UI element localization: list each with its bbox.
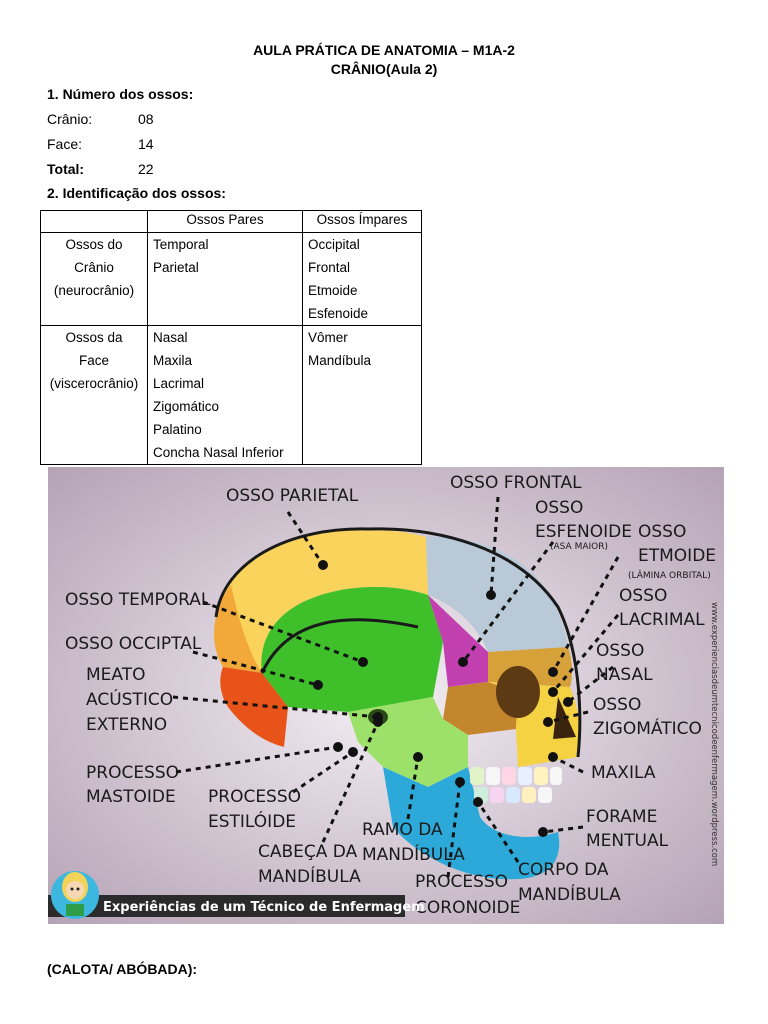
group-line: Crânio — [74, 260, 114, 275]
table-cell-group: Ossos do Crânio (neurocrânio) — [40, 232, 148, 326]
table-row: Ossos do Crânio (neurocrânio) Temporal P… — [40, 232, 422, 326]
occipital-bone — [220, 667, 288, 747]
label-zigomatico-2: ZIGOMÁTICO — [593, 717, 702, 739]
banner-text: Experiências de um Técnico de Enfermagem — [103, 900, 425, 915]
footer-heading: (CALOTA/ ABÓBADA): — [47, 961, 198, 977]
label-mastoide-1: PROCESSO — [86, 763, 179, 783]
label-meato-2: ACÚSTICO — [86, 688, 173, 710]
bone-name: Palatino — [153, 422, 202, 437]
label-cabeca-1: CABEÇA DA — [258, 842, 358, 862]
label-cabeca-2: MANDÍBULA — [258, 865, 361, 887]
sphenoid-bone — [428, 595, 488, 687]
bone-name: Esfenoide — [308, 306, 369, 321]
bone-name: Mandíbula — [308, 353, 372, 368]
label-coronoide-1: PROCESSO — [415, 872, 508, 892]
section-heading-identification: 2. Identificação dos ossos: — [47, 185, 226, 201]
table-cell-group: Ossos da Face (viscerocrânio) — [40, 325, 148, 465]
bone-name: Zigomático — [153, 399, 220, 414]
maxilla-bone — [488, 682, 581, 767]
group-line: (viscerocrânio) — [49, 376, 139, 391]
label-coronoide-2: CORONOIDE — [415, 898, 520, 918]
teeth — [470, 767, 562, 803]
label-forame-2: MENTUAL — [586, 831, 669, 851]
parietal-bone — [214, 528, 428, 673]
label-asa-maior: (ASA MAIOR) — [550, 542, 608, 552]
bone-name: Vômer — [308, 330, 348, 345]
label-lacrimal-1: OSSO — [619, 586, 667, 606]
group-line: Ossos da — [65, 330, 123, 345]
suture-line — [260, 618, 419, 674]
label-occipital: OSSO OCCIPTAL — [65, 634, 202, 654]
count-value-face: 14 — [138, 136, 154, 152]
table-header-empty — [40, 210, 148, 233]
label-etmoide-1: OSSO — [638, 522, 686, 542]
label-parietal: OSSO PARIETAL — [226, 486, 359, 506]
bones-table: Ossos Pares Ossos Ímpares Ossos do Crâni… — [40, 210, 422, 465]
table-header-row: Ossos Pares Ossos Ímpares — [40, 210, 422, 233]
skull-illustration: OSSO PARIETAL OSSO FRONTAL OSSO ESFENOID… — [48, 467, 724, 924]
skull-diagram: OSSO PARIETAL OSSO FRONTAL OSSO ESFENOID… — [48, 467, 724, 924]
group-line: Ossos do — [65, 237, 123, 252]
leader-dots — [313, 560, 573, 837]
label-nasal-1: OSSO — [596, 641, 644, 661]
label-lacrimal-2: LACRIMAL — [619, 610, 705, 630]
frontal-bone — [426, 536, 568, 652]
mandible-bone — [383, 767, 560, 880]
avatar-icon — [51, 871, 99, 919]
bone-name: Occipital — [308, 237, 360, 252]
label-mastoide-2: MASTOIDE — [86, 787, 176, 807]
label-maxila: MAXILA — [591, 763, 656, 783]
bone-name: Parietal — [153, 260, 199, 275]
label-corpo-2: MANDÍBULA — [518, 883, 621, 905]
label-frontal: OSSO FRONTAL — [450, 473, 582, 493]
count-label-total: Total: — [47, 161, 85, 177]
document-title: AULA PRÁTICA DE ANATOMIA – M1A-2 — [253, 42, 515, 58]
label-lamina-orbital: (LÂMINA ORBITAL) — [628, 569, 711, 581]
parietal-shadow — [214, 585, 262, 673]
section-heading-bone-count: 1. Número dos ossos: — [47, 86, 194, 102]
label-estiloide-1: PROCESSO — [208, 787, 301, 807]
label-etmoide-2: ETMOIDE — [638, 546, 716, 566]
table-cell-impares: Occipital Frontal Etmoide Esfenoide — [302, 232, 422, 326]
temporal-bone — [261, 586, 443, 712]
orbit — [496, 666, 540, 718]
bone-name: Frontal — [308, 260, 351, 275]
count-label-cranio: Crânio: — [47, 111, 93, 127]
group-line: Face — [78, 353, 109, 368]
label-esfenoide-2: ESFENOIDE — [535, 522, 632, 542]
bone-name: Etmoide — [308, 283, 358, 298]
bone-name: Nasal — [153, 330, 188, 345]
table-row: Ossos da Face (viscerocrânio) Nasal Maxi… — [40, 325, 422, 465]
count-value-cranio: 08 — [138, 111, 154, 127]
label-esfenoide-1: OSSO — [535, 498, 583, 518]
group-line: (neurocrânio) — [53, 283, 135, 298]
table-header-impares: Ossos Ímpares — [302, 210, 422, 233]
label-zigomatico-1: OSSO — [593, 695, 641, 715]
banner-bar — [48, 895, 405, 917]
table-cell-pares: Nasal Maxila Lacrimal Zigomático Palatin… — [147, 325, 303, 465]
label-estiloide-2: ESTILÓIDE — [208, 810, 296, 832]
count-label-face: Face: — [47, 136, 83, 152]
count-value-total: 22 — [138, 161, 154, 177]
watermark-url: www.experienciasdeumtecnicodeenfermagem.… — [709, 602, 719, 866]
leader-lines — [172, 496, 620, 878]
label-ramo-2: MANDÍBULA — [362, 843, 465, 865]
label-meato-3: EXTERNO — [86, 715, 167, 735]
bone-name: Concha Nasal Inferior — [153, 445, 284, 460]
table-cell-pares: Temporal Parietal — [147, 232, 303, 326]
label-nasal-2: NASAL — [596, 665, 653, 685]
table-cell-impares: Vômer Mandíbula — [302, 325, 422, 465]
label-forame-1: FORAME — [586, 807, 657, 827]
skull-outline — [214, 527, 582, 758]
label-corpo-1: CORPO DA — [518, 860, 609, 880]
bone-name: Maxila — [153, 353, 193, 368]
label-ramo-1: RAMO DA — [362, 820, 443, 840]
bone-name: Temporal — [153, 237, 209, 252]
bone-name: Lacrimal — [153, 376, 205, 391]
document-subtitle: CRÂNIO(Aula 2) — [330, 61, 438, 77]
table-header-pares: Ossos Pares — [147, 210, 303, 233]
label-meato-1: MEATO — [86, 665, 145, 685]
label-temporal: OSSO TEMPORAL — [65, 590, 211, 610]
